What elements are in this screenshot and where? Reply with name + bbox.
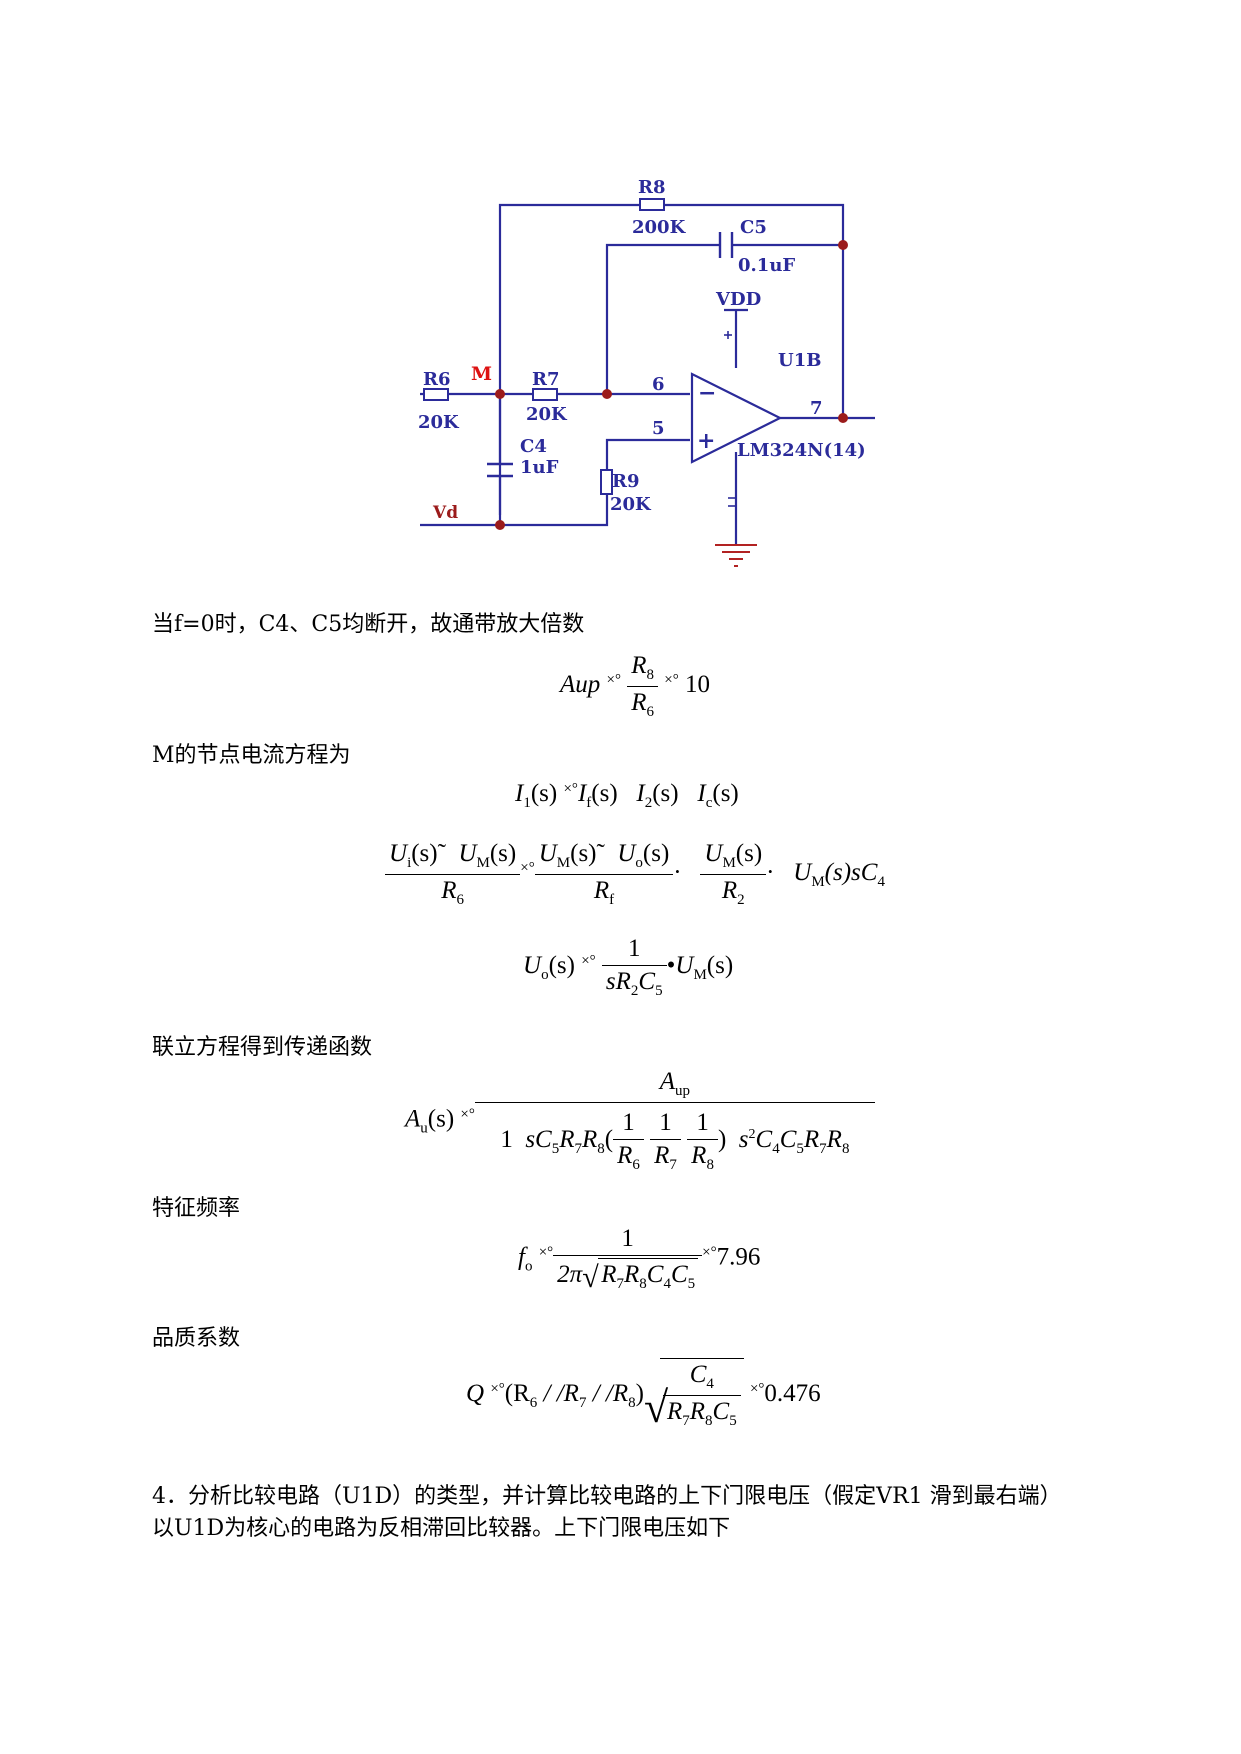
label-vdd: VDD — [715, 289, 761, 310]
label-r8: R8 — [638, 177, 665, 198]
label-r6: R6 — [423, 369, 450, 390]
label-vd: Vd — [432, 503, 458, 523]
label-r7-value: 20K — [526, 404, 568, 425]
label-pin6: 6 — [652, 374, 665, 395]
ground-symbol — [715, 544, 757, 567]
r8-resistor — [639, 198, 665, 211]
para-char-frequency: 特征频率 — [152, 1196, 241, 1221]
eq-node-currents: I1(s) ×°If(s) I2(s) Ic(s) — [515, 780, 739, 811]
c5-capacitor — [718, 232, 734, 258]
c4-capacitor — [487, 462, 513, 478]
label-r6-value: 20K — [418, 412, 460, 433]
label-pin7: 7 — [810, 398, 823, 419]
junction-dot — [602, 389, 612, 399]
label-minus: − — [698, 380, 716, 406]
para-node-equation: M的节点电流方程为 — [152, 743, 351, 768]
junction-dot — [495, 520, 505, 530]
eq-node-voltages: Ui(s)˜ UM(s)R6×°UM(s)˜ Uo(s)Rf· UM(s)R2·… — [385, 840, 885, 909]
r7-resistor — [532, 388, 558, 401]
para-question-4: 4．分析比较电路（U1D）的类型，并计算比较电路的上下门限电压（假定VR1 滑到… — [152, 1484, 1062, 1509]
label-c5: C5 — [740, 217, 767, 238]
filter-circuit-diagram: R8 200K C5 0.1uF VDD U1B R6 20K R7 20K C… — [418, 177, 875, 567]
junction-dot — [838, 240, 848, 250]
label-r9: R9 — [612, 471, 639, 492]
label-c5-value: 0.1uF — [738, 255, 795, 276]
label-r9-value: 20K — [610, 494, 652, 515]
r9-resistor — [600, 469, 613, 495]
label-chip: LM324N(14) — [737, 440, 866, 461]
label-node-m: M — [471, 363, 492, 385]
op-amp-u1b — [690, 372, 783, 464]
label-r8-value: 200K — [632, 217, 687, 238]
para-quality-factor: 品质系数 — [152, 1326, 241, 1351]
label-u1b: U1B — [778, 350, 821, 371]
para-hysteresis-comparator: 以U1D为核心的电路为反相滞回比较器。上下门限电压如下 — [152, 1516, 731, 1541]
label-pin5: 5 — [652, 418, 665, 439]
label-c4: C4 — [520, 436, 547, 457]
junction-dot — [495, 389, 505, 399]
r6-resistor — [423, 388, 449, 401]
label-c4-value: 1uF — [520, 457, 559, 478]
para-passband-gain: 当f=0时，C4、C5均断开，故通带放大倍数 — [152, 612, 585, 637]
label-r7: R7 — [532, 369, 559, 390]
junction-dot — [838, 413, 848, 423]
label-plus: + — [697, 428, 715, 454]
para-transfer-function: 联立方程得到传递函数 — [152, 1035, 373, 1060]
